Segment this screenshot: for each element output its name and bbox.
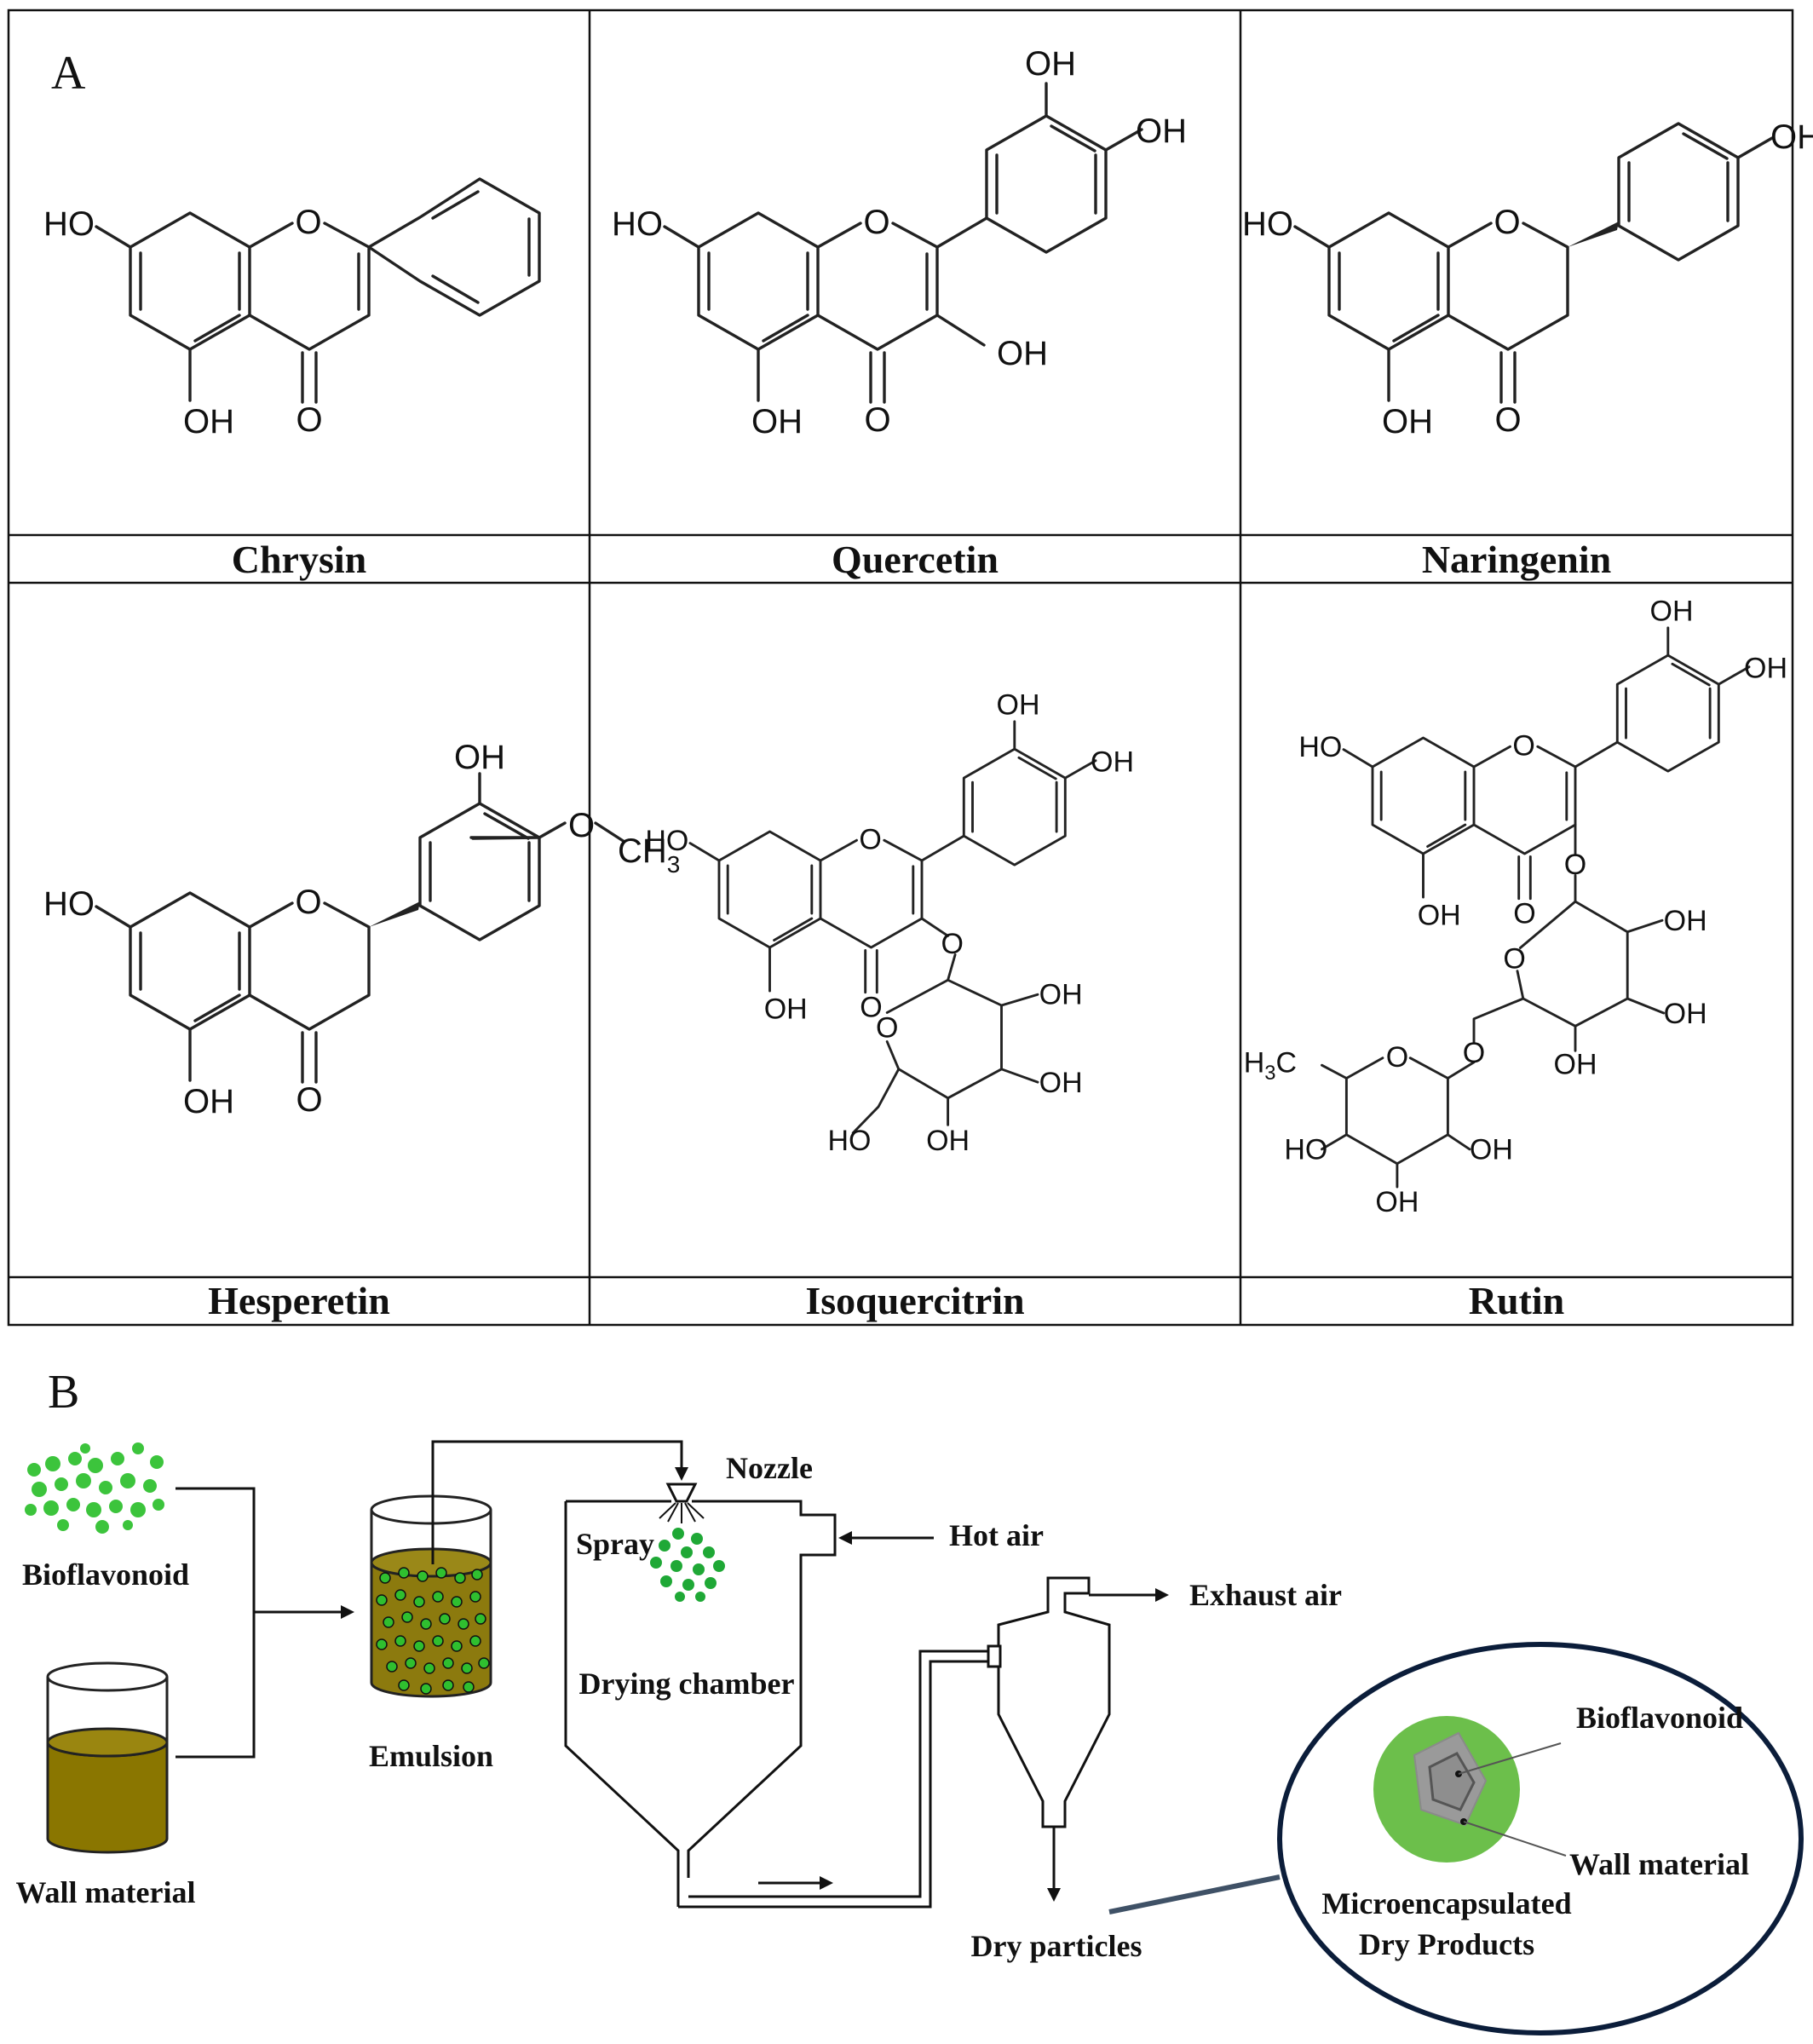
svg-text:OH: OH xyxy=(1650,595,1694,627)
feed-lines xyxy=(176,1487,341,1759)
drying-chamber xyxy=(564,1500,837,1907)
wall-material-beaker xyxy=(46,1661,169,1854)
svg-text:O: O xyxy=(1463,1037,1485,1069)
svg-text:HO: HO xyxy=(1242,205,1293,243)
compound-name-quercetin: Quercetin xyxy=(832,538,999,581)
svg-text:OH: OH xyxy=(1375,1186,1419,1218)
svg-text:OH: OH xyxy=(183,1083,234,1120)
svg-text:HO: HO xyxy=(1284,1134,1327,1166)
label-wall-material: Wall material xyxy=(16,1875,196,1909)
svg-text:OH: OH xyxy=(751,403,803,440)
feed-arrowhead xyxy=(341,1605,354,1619)
label-bioflavonoid: Bioflavonoid xyxy=(22,1557,189,1592)
svg-text:OH: OH xyxy=(997,688,1040,721)
svg-text:CH3: CH3 xyxy=(618,832,680,878)
emulsion-beaker xyxy=(370,1494,492,1698)
structure-quercetin: O HO OH O OH OH OH xyxy=(612,45,1187,440)
svg-text:HO: HO xyxy=(43,885,95,923)
panel-b-letter: B xyxy=(48,1366,79,1419)
svg-text:O: O xyxy=(1386,1041,1408,1074)
svg-text:OH: OH xyxy=(1039,1067,1083,1099)
compound-name-hesperetin: Hesperetin xyxy=(208,1279,390,1322)
structure-hesperetin: O HO OH O OH O CH3 xyxy=(43,739,680,1120)
inset-label-wall-material: Wall material xyxy=(1569,1847,1749,1881)
label-exhaust-air: Exhaust air xyxy=(1189,1578,1342,1612)
compound-name-isoquercitrin: Isoquercitrin xyxy=(805,1279,1024,1322)
structure-rutin: O HO OH O OH OH O O OH OH OH O O H3C HO … xyxy=(1244,595,1787,1218)
panel-a-letter: A xyxy=(51,47,86,100)
svg-text:O: O xyxy=(859,823,881,855)
svg-text:OH: OH xyxy=(183,403,234,440)
svg-text:OH: OH xyxy=(1664,998,1707,1030)
svg-text:HO: HO xyxy=(1298,731,1342,763)
microcapsule-inset: Bioflavonoid Wall material Microencapsul… xyxy=(1277,1642,1804,2035)
svg-text:HO: HO xyxy=(612,205,663,243)
svg-text:HO: HO xyxy=(828,1125,872,1157)
cyclone xyxy=(997,1576,1111,1828)
svg-text:O: O xyxy=(863,204,889,241)
structure-isoquercitrin: O HO OH O OH OH O O OH OH OH HO xyxy=(645,688,1134,1157)
compound-name-chrysin: Chrysin xyxy=(232,538,366,581)
inset-title-line1: Microencapsulated xyxy=(1321,1886,1571,1920)
svg-text:OH: OH xyxy=(1744,652,1787,684)
structure-naringenin: O HO OH O OH xyxy=(1242,118,1813,440)
svg-text:O: O xyxy=(876,1011,898,1044)
svg-text:O: O xyxy=(941,928,963,960)
svg-text:OH: OH xyxy=(1770,118,1813,156)
svg-text:O: O xyxy=(296,1081,322,1119)
svg-text:O: O xyxy=(1564,849,1586,881)
svg-text:OH: OH xyxy=(926,1125,970,1157)
svg-text:O: O xyxy=(1494,204,1520,241)
svg-text:O: O xyxy=(860,992,882,1024)
panel-a: A Chrysin Quercetin Naringenin Hespereti… xyxy=(7,9,1813,1327)
svg-text:OH: OH xyxy=(1382,403,1433,440)
nozzle-feed-pipe xyxy=(431,1440,683,1564)
svg-text:OH: OH xyxy=(454,739,505,776)
label-hot-air: Hot air xyxy=(949,1518,1044,1552)
svg-text:H3C: H3C xyxy=(1244,1047,1297,1085)
panel-b: B Bioflavonoid Wall material xyxy=(16,1366,1804,2035)
svg-text:O: O xyxy=(295,204,321,241)
svg-text:OH: OH xyxy=(1091,746,1134,778)
svg-text:OH: OH xyxy=(1470,1134,1513,1166)
svg-text:O: O xyxy=(1494,401,1521,439)
svg-text:HO: HO xyxy=(645,825,688,857)
inset-connector xyxy=(1108,1874,1281,1914)
svg-text:OH: OH xyxy=(1025,45,1076,83)
svg-text:OH: OH xyxy=(1418,899,1461,931)
svg-text:O: O xyxy=(568,807,595,844)
svg-text:O: O xyxy=(864,401,890,439)
label-nozzle: Nozzle xyxy=(726,1451,813,1485)
label-spray: Spray xyxy=(576,1527,654,1561)
svg-text:OH: OH xyxy=(1136,112,1187,150)
svg-text:O: O xyxy=(296,401,322,439)
inset-title-line2: Dry Products xyxy=(1359,1927,1534,1961)
transfer-duct xyxy=(678,1650,988,1909)
label-drying-chamber: Drying chamber xyxy=(579,1667,795,1701)
svg-text:OH: OH xyxy=(1664,905,1707,937)
compound-name-rutin: Rutin xyxy=(1469,1279,1564,1322)
svg-text:O: O xyxy=(1512,729,1534,762)
svg-text:OH: OH xyxy=(1039,978,1083,1010)
compound-name-naringenin: Naringenin xyxy=(1422,538,1611,581)
svg-text:OH: OH xyxy=(1554,1048,1597,1080)
svg-text:O: O xyxy=(1503,942,1525,975)
label-emulsion: Emulsion xyxy=(369,1739,493,1773)
svg-text:O: O xyxy=(1513,898,1535,930)
inset-label-bioflavonoid: Bioflavonoid xyxy=(1576,1701,1743,1735)
svg-text:OH: OH xyxy=(997,335,1048,372)
svg-text:O: O xyxy=(295,884,321,921)
svg-text:HO: HO xyxy=(43,205,95,243)
structure-grid xyxy=(7,9,1794,1327)
svg-text:OH: OH xyxy=(764,993,808,1025)
structure-chrysin: O HO OH O xyxy=(43,177,541,440)
bioflavonoid-particles xyxy=(25,1442,164,1534)
spray-droplets xyxy=(650,1528,725,1602)
label-dry-particles: Dry particles xyxy=(971,1929,1142,1963)
nozzle xyxy=(659,1483,705,1523)
